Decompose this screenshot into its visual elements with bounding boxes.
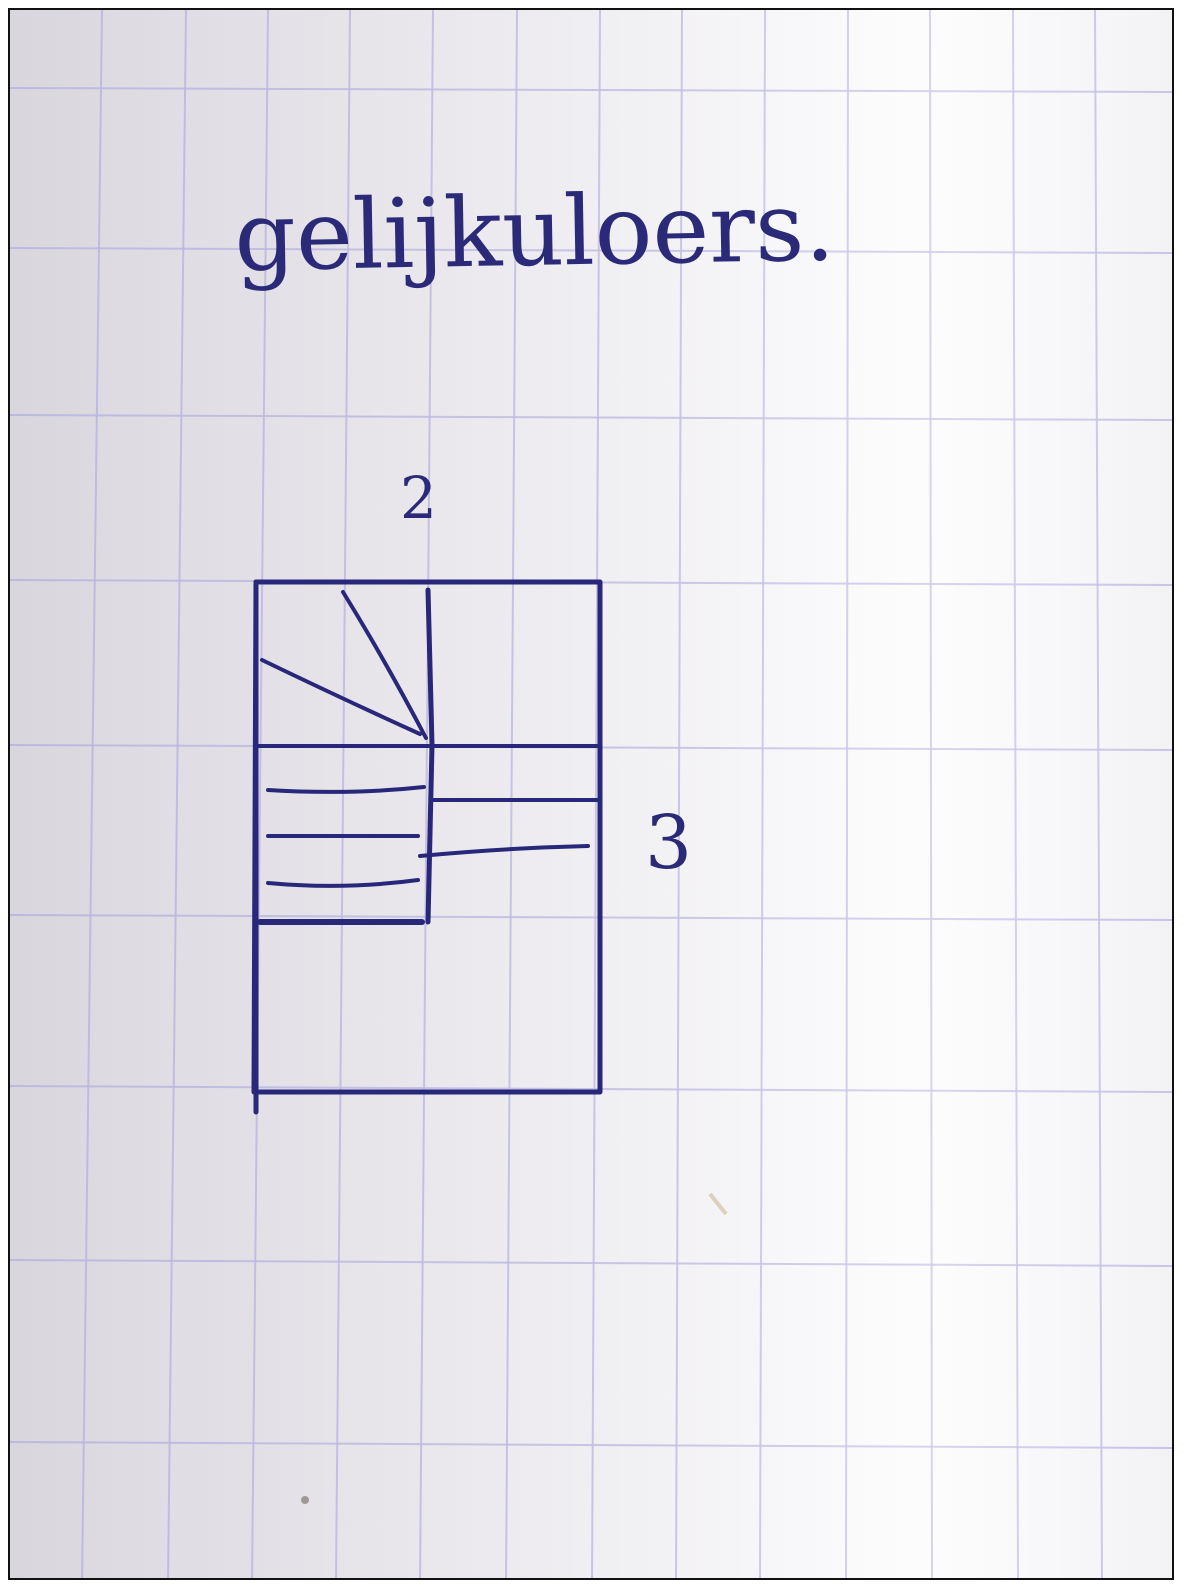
paper-speck [301,1496,309,1504]
staircase-drawing [251,579,603,1115]
step-line-2 [266,785,426,794]
handwritten-label-3: 3 [645,800,692,886]
step-line-right-2 [418,844,590,858]
light-reflection [10,10,1172,1578]
paper-photo: gelijkuloers. 2 3 [8,8,1174,1580]
handwritten-title: gelijkuloers. [233,171,835,293]
paper-mark [708,1192,728,1216]
graph-paper-sketch: gelijkuloers. 2 3 [10,10,1172,1578]
step-line-4 [266,878,420,888]
winder-line-2 [260,658,422,736]
winder-line-1 [341,590,428,740]
handwritten-label-2: 2 [400,464,437,532]
